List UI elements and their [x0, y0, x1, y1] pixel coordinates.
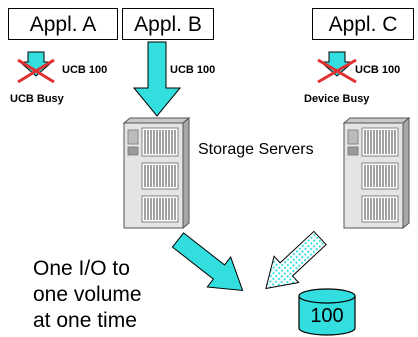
note-line-1: One I/O to [33, 257, 130, 280]
appl-b-arrow [132, 41, 182, 117]
appl-b-label: Appl. B [134, 12, 202, 36]
ucb-label-a: UCB 100 [62, 64, 108, 76]
cross-mark-icon [317, 58, 357, 84]
storage-server-right [342, 116, 411, 230]
appl-c-box: Appl. C [312, 8, 414, 40]
note-line-2: one volume [33, 283, 142, 306]
status-device-busy: Device Busy [304, 93, 370, 105]
appl-c-blocked-arrow [317, 51, 357, 84]
note-line-3: at one time [33, 309, 137, 332]
ucb-label-c: UCB 100 [355, 64, 401, 76]
storage-servers-label: Storage Servers [198, 141, 314, 158]
waiting-io-arrow [265, 230, 327, 290]
appl-c-label: Appl. C [328, 12, 398, 36]
volume-cylinder-icon [298, 288, 356, 336]
ucb-label-b: UCB 100 [170, 64, 216, 76]
appl-a-blocked-arrow [17, 51, 55, 84]
appl-a-label: Appl. A [29, 12, 97, 36]
cross-mark-icon [17, 58, 55, 84]
volume-label: 100 [310, 305, 344, 327]
status-ucb-busy: UCB Busy [10, 93, 64, 105]
active-io-arrow [171, 232, 244, 292]
storage-server-left [122, 116, 191, 230]
appl-a-box: Appl. A [8, 8, 118, 40]
appl-b-box: Appl. B [122, 8, 214, 40]
